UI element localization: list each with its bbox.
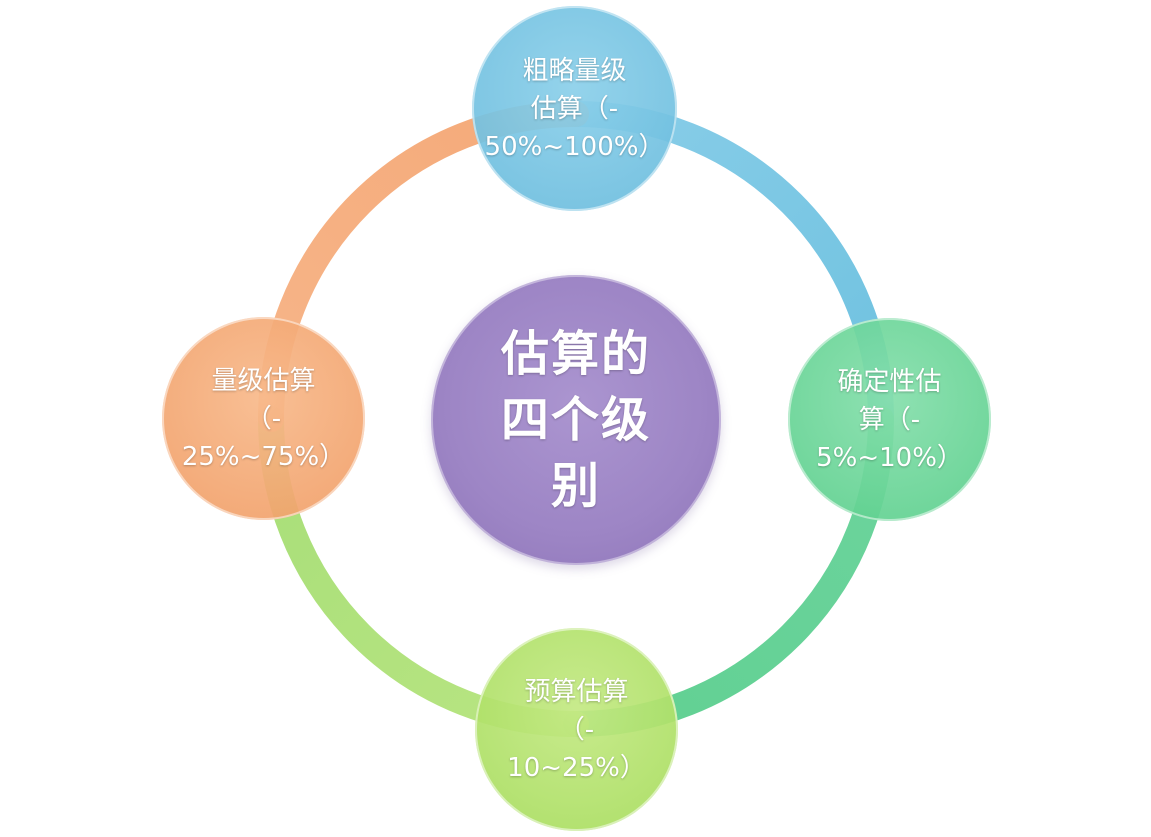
node-order-of-magnitude-estimate: 量级估算 （- 25%~75%） <box>162 317 365 520</box>
center-label-line-2: 四个级 <box>500 392 651 448</box>
node-left-line-3: 25%~75%） <box>181 441 346 472</box>
center-node: 估算的 四个级 别 <box>431 275 721 565</box>
node-right-line-1: 确定性估 <box>837 366 942 397</box>
node-bottom-line-2: （- <box>558 714 595 745</box>
node-rough-order-estimate: 粗略量级 估算（- 50%~100%） <box>472 6 677 211</box>
node-top-line-1: 粗略量级 <box>522 55 627 86</box>
node-bottom-line-3: 10~25%） <box>507 752 646 783</box>
center-label-line-3: 别 <box>550 458 601 514</box>
node-top-line-2: 估算（- <box>530 93 619 124</box>
center-label-line-1: 估算的 <box>500 326 651 382</box>
node-left-line-1: 量级估算 <box>211 365 316 396</box>
node-definitive-estimate: 确定性估 算（- 5%~10%） <box>788 318 991 521</box>
node-left-line-2: （- <box>245 403 282 434</box>
node-top-line-3: 50%~100%） <box>484 131 665 162</box>
node-budget-estimate: 预算估算 （- 10~25%） <box>475 628 678 831</box>
node-bottom-line-1: 预算估算 <box>524 676 629 707</box>
node-right-line-2: 算（- <box>858 404 921 435</box>
node-right-line-3: 5%~10%） <box>816 442 963 473</box>
